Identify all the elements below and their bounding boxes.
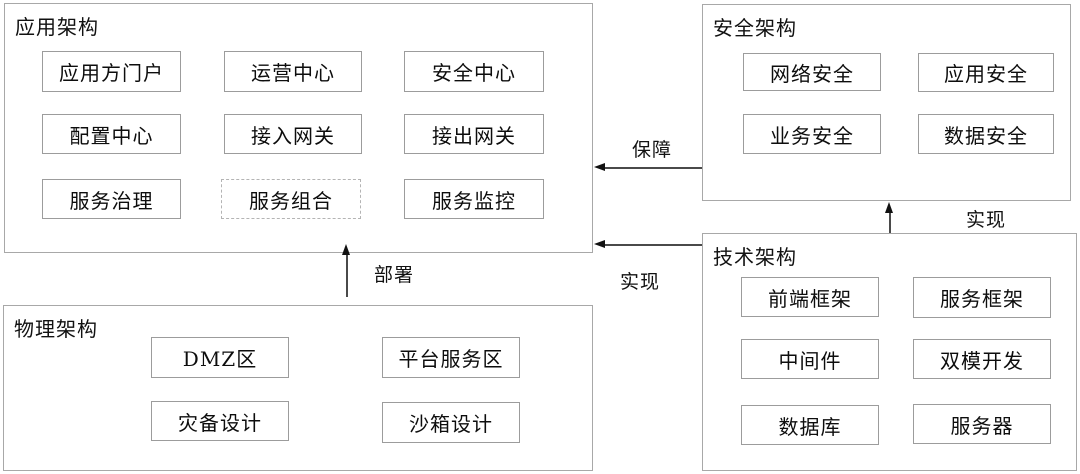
box-service-composition: 服务组合 (221, 179, 361, 219)
box-dual-mode-development: 双模开发 (913, 339, 1051, 379)
box-server: 服务器 (913, 404, 1051, 444)
deploy-arrow-label: 部署 (373, 264, 414, 286)
panel-physical-architecture: 物理架构 DMZ区 平台服务区 灾备设计 沙箱设计 (3, 305, 593, 471)
box-sandbox-design: 沙箱设计 (382, 402, 520, 443)
box-security-center: 安全中心 (404, 51, 544, 92)
panel-technology-architecture: 技术架构 前端框架 服务框架 中间件 双模开发 数据库 服务器 (702, 233, 1077, 471)
box-app-portal: 应用方门户 (42, 51, 181, 92)
realize-security-arrowhead-up-icon (885, 202, 893, 213)
box-database: 数据库 (741, 405, 879, 445)
panel-security-architecture: 安全架构 网络安全 应用安全 业务安全 数据安全 (702, 4, 1071, 201)
box-dmz-zone: DMZ区 (151, 337, 289, 378)
box-network-security: 网络安全 (743, 53, 881, 91)
box-frontend-framework: 前端框架 (741, 277, 879, 317)
box-data-security: 数据安全 (918, 114, 1054, 154)
box-business-security: 业务安全 (743, 114, 881, 154)
box-inbound-gateway: 接入网关 (224, 114, 362, 154)
box-config-center: 配置中心 (42, 114, 181, 154)
realize-security-arrow-line (889, 213, 891, 233)
panel-security-title: 安全架构 (713, 16, 797, 40)
box-operations-center: 运营中心 (224, 51, 362, 92)
deploy-arrow-line (346, 255, 348, 297)
box-service-governance: 服务治理 (42, 179, 181, 219)
box-service-framework: 服务框架 (913, 277, 1051, 318)
guarantee-arrowhead-left-icon (594, 163, 605, 171)
panel-application-architecture: 应用架构 应用方门户 运营中心 安全中心 配置中心 接入网关 接出网关 服务治理… (4, 3, 593, 253)
guarantee-arrow-label: 保障 (631, 139, 672, 161)
realize-security-arrow-label: 实现 (965, 209, 1006, 231)
guarantee-arrow-line (605, 167, 702, 169)
box-outbound-gateway: 接出网关 (404, 114, 544, 154)
deploy-arrowhead-up-icon (342, 244, 350, 255)
box-application-security: 应用安全 (918, 53, 1054, 92)
box-middleware: 中间件 (741, 339, 879, 379)
realize-application-arrow-label: 实现 (619, 271, 660, 293)
box-platform-service-zone: 平台服务区 (382, 337, 520, 378)
box-service-monitoring: 服务监控 (404, 179, 544, 219)
box-disaster-recovery-design: 灾备设计 (151, 401, 289, 441)
panel-physical-title: 物理架构 (14, 317, 98, 341)
realize-application-arrowhead-left-icon (594, 240, 605, 248)
panel-technology-title: 技术架构 (713, 245, 797, 269)
panel-application-title: 应用架构 (15, 15, 99, 39)
realize-application-arrow-line (605, 244, 702, 246)
